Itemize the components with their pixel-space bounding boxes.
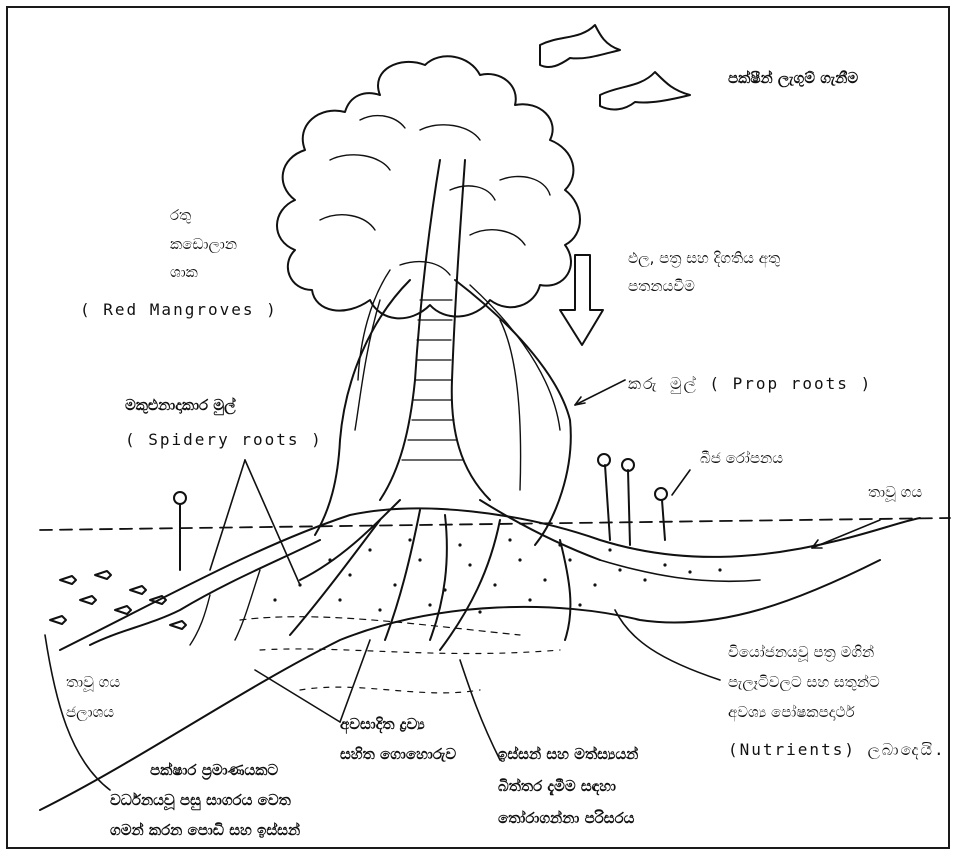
label-fish-2: බිත්තර දැමීම සඳහා xyxy=(498,774,616,798)
label-birds-roosting: පක්ෂීන් ලැගුම් ගැනීම xyxy=(728,66,858,90)
label-red-mangrove-si-1: රතු xyxy=(170,203,191,227)
label-tide-top: තාවූ ගය xyxy=(868,480,922,504)
label-red-mangroves-en: ( Red Mangroves ) xyxy=(80,298,278,322)
tree-trunk xyxy=(380,160,490,500)
label-fish-1: ඉස්සන් සහ මත්ස්‍යයන් xyxy=(498,742,638,766)
label-nutrients-2: පැලෑටිවලට සහ සතුන්ට xyxy=(728,670,880,694)
label-sediment-1: අවසාදිත ද්‍රව්‍ය xyxy=(340,712,425,736)
tree-crown xyxy=(277,56,580,318)
label-tide-left-1: තාවූ ගය xyxy=(66,670,120,694)
mud-stipple xyxy=(273,538,721,613)
label-red-mangrove-si-2: කඩොලාන xyxy=(170,232,237,256)
label-prop-roots: කරු මුල් ( Prop roots ) xyxy=(628,372,872,396)
label-seedling: බීජ රෝපනය xyxy=(700,446,783,470)
label-fish-3: තෝරාගන්නා පරිසරය xyxy=(498,806,634,830)
label-nutrients-1: වියෝජනයවූ පත්‍ර මගින් xyxy=(728,640,874,664)
label-falling-2: පතනයවීම xyxy=(628,274,695,298)
label-nutrients-3: අවශ්‍ය පෝෂකපදාර්ථ xyxy=(728,700,855,724)
label-crab-1: පක්ෂාර ප්‍රමාණයකට xyxy=(150,758,278,782)
label-spidery-roots-si: මකුළුනාදාකාර මුල් xyxy=(125,393,236,417)
label-falling-1: ඵල, පත්‍ර සහ දිගතිය අතු xyxy=(628,246,780,270)
water-surface-line xyxy=(40,518,950,530)
falling-arrow xyxy=(560,255,603,345)
label-crab-3: ගමන් කරන පොඩි සහ ඉස්සන් xyxy=(110,818,300,842)
label-red-mangrove-si-3: ශාක xyxy=(170,260,198,284)
label-nutrients-4: (Nutrients) ලබාදෙයි. xyxy=(728,738,946,762)
spidery-roots xyxy=(90,540,760,645)
label-spidery-roots-en: ( Spidery roots ) xyxy=(125,428,323,452)
label-sediment-2: සහිත ගොහොරුව xyxy=(340,742,456,766)
label-crab-2: වර්ධනයවූ පසු සාගරය වෙත xyxy=(110,788,291,812)
birds-drawing xyxy=(540,25,690,109)
label-tide-left-2: ජලාශය xyxy=(66,700,114,724)
